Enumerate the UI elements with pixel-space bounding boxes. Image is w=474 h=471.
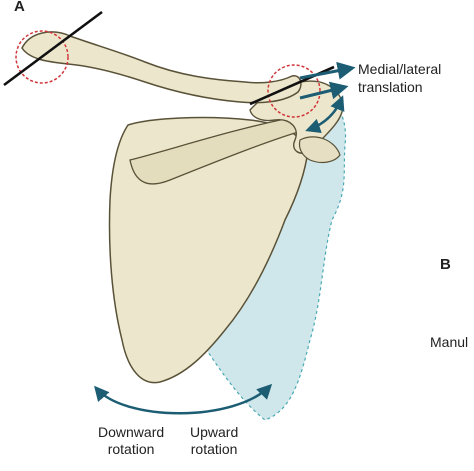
panel-b-partial-label: Manul [430, 334, 469, 350]
ac-joint-circle [267, 64, 321, 118]
upward-rotation-label: Upward rotation [190, 424, 238, 458]
upward-rotation-line2: rotation [190, 441, 238, 457]
translation-arrow-lateral [299, 61, 356, 80]
sc-joint-axis-line [3, 10, 103, 87]
panel-b-label: B [440, 256, 451, 273]
translation-label: Medial/lateral translation [358, 60, 441, 96]
downward-rotation-label: Downward rotation [98, 424, 164, 458]
downward-rotation-line2: rotation [107, 441, 155, 457]
upward-rotation-line1: Upward [190, 424, 239, 440]
sc-joint-circle [15, 30, 69, 84]
translation-label-line2: translation [358, 79, 423, 95]
translation-arrow-curved [305, 95, 345, 134]
translation-label-line1: Medial/lateral [358, 61, 442, 77]
rotation-arc-arrow [94, 383, 273, 415]
downward-rotation-line1: Downward [98, 424, 165, 440]
clavicle [21, 31, 302, 104]
scapula-ghost-outline [199, 91, 347, 421]
glenoid [298, 136, 341, 164]
panel-a-label: A [14, 0, 25, 15]
